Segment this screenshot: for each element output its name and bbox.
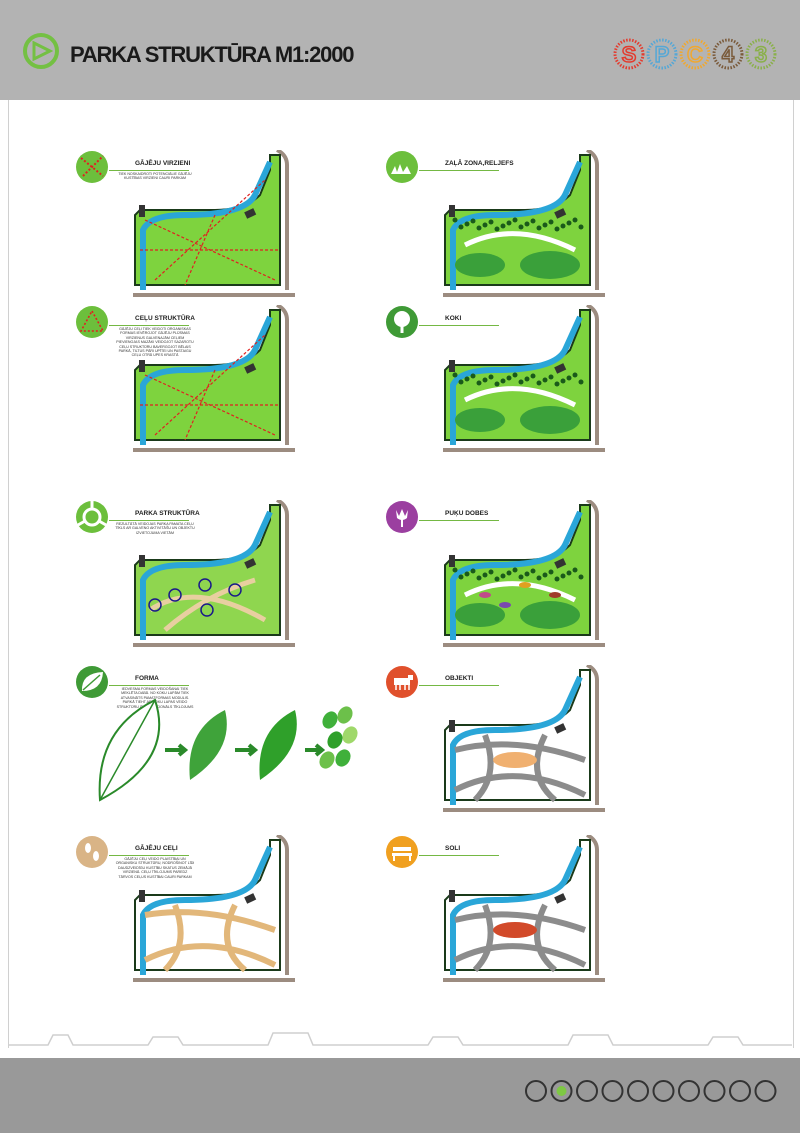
label-underline bbox=[109, 170, 189, 171]
label-underline bbox=[419, 685, 499, 686]
panel-label: FORMA bbox=[135, 675, 159, 682]
logo-letter-2: P bbox=[646, 38, 678, 70]
play-circle-icon bbox=[23, 33, 59, 69]
park-map-celju-struktura bbox=[133, 305, 295, 452]
page-dot-1[interactable] bbox=[525, 1080, 547, 1102]
panel-label: GĀJĒJU CEĻI bbox=[135, 845, 178, 852]
page-dot-2[interactable] bbox=[550, 1080, 573, 1102]
page-dot-10[interactable] bbox=[754, 1080, 777, 1102]
panel-description: GĀJĒJU CEĻI VEIDO PLAISTĪBAI UN ORGANISK… bbox=[115, 857, 195, 879]
label-underline bbox=[419, 855, 499, 856]
logo-letter-1: S bbox=[613, 38, 645, 70]
svg-text:C: C bbox=[687, 42, 703, 67]
panel-label: ZAĻĀ ZONA,RELJEFS bbox=[445, 160, 514, 167]
flower-icon bbox=[386, 501, 418, 533]
logo-letter-3: C bbox=[679, 38, 711, 70]
decorative-separator bbox=[8, 1032, 792, 1046]
bench-icon bbox=[386, 836, 418, 868]
page-dot-3[interactable] bbox=[576, 1080, 598, 1102]
page-dot-8[interactable] bbox=[703, 1080, 726, 1102]
panel-description: TIEK NOSKAIDROTI POTENCIĀLIE GĀJĒJU KUST… bbox=[118, 172, 192, 181]
park-map-soli bbox=[443, 835, 605, 982]
panel-label: OBJEKTI bbox=[445, 675, 474, 682]
label-underline bbox=[419, 520, 499, 521]
panel-label: PUĶU DOBES bbox=[445, 510, 489, 517]
panel-description: REZULTĀTĀ VEIDOJAS PARKA PAMATA CEĻU TĪK… bbox=[115, 522, 195, 535]
tree-icon bbox=[386, 306, 418, 338]
svg-text:S: S bbox=[622, 42, 637, 67]
page-pager bbox=[525, 1080, 777, 1102]
logo-letter-4: 4 bbox=[712, 38, 744, 70]
page-dot-7[interactable] bbox=[678, 1080, 700, 1102]
cow-icon bbox=[386, 666, 418, 698]
page-dot-5[interactable] bbox=[627, 1080, 649, 1102]
panel-label: PARKA STRUKTŪRA bbox=[135, 510, 200, 517]
label-underline bbox=[109, 325, 189, 326]
leaf-icon bbox=[76, 666, 108, 698]
park-map-forma bbox=[98, 698, 358, 802]
footprints-icon bbox=[76, 836, 108, 868]
park-map-gajeju-virzieni bbox=[133, 150, 295, 297]
label-underline bbox=[109, 520, 189, 521]
page-dot-9[interactable] bbox=[729, 1080, 751, 1102]
svg-text:4: 4 bbox=[722, 42, 735, 67]
active-page-indicator bbox=[556, 1086, 567, 1096]
label-underline bbox=[109, 685, 189, 686]
page-dot-4[interactable] bbox=[601, 1080, 624, 1102]
svg-text:P: P bbox=[655, 42, 670, 67]
park-map-koki bbox=[443, 305, 605, 452]
park-map-gajeju-celi bbox=[133, 835, 295, 982]
panel-description: GĀJĒJU CEĻI TIEK VEIDOTI ORGANISKAS FORM… bbox=[116, 327, 194, 358]
page-dot-6[interactable] bbox=[652, 1080, 675, 1102]
page-title: PARKA STRUKTŪRA M1:2000 bbox=[70, 42, 354, 67]
roundabout-icon bbox=[76, 501, 108, 533]
panel-label: SOLI bbox=[445, 845, 461, 852]
label-underline bbox=[419, 170, 499, 171]
panel-label: CEĻU STRUKTŪRA bbox=[135, 315, 195, 322]
panel-label: GĀJĒJU VIRZIENI bbox=[135, 160, 191, 167]
park-map-parka-struktura bbox=[133, 500, 295, 647]
park-map-puku-dobes bbox=[443, 500, 605, 647]
panel-label: KOKI bbox=[445, 315, 462, 322]
park-map-zala-zona bbox=[443, 150, 605, 297]
grass-hill-icon bbox=[386, 151, 418, 183]
svg-text:3: 3 bbox=[755, 42, 767, 67]
label-underline bbox=[109, 855, 189, 856]
cross-paths-icon bbox=[76, 151, 108, 183]
triangle-paths-icon bbox=[76, 306, 108, 338]
label-underline bbox=[419, 325, 499, 326]
park-map-objekti bbox=[443, 665, 605, 812]
logo-letter-5: 3 bbox=[745, 38, 777, 70]
footer-bar bbox=[0, 1058, 800, 1133]
